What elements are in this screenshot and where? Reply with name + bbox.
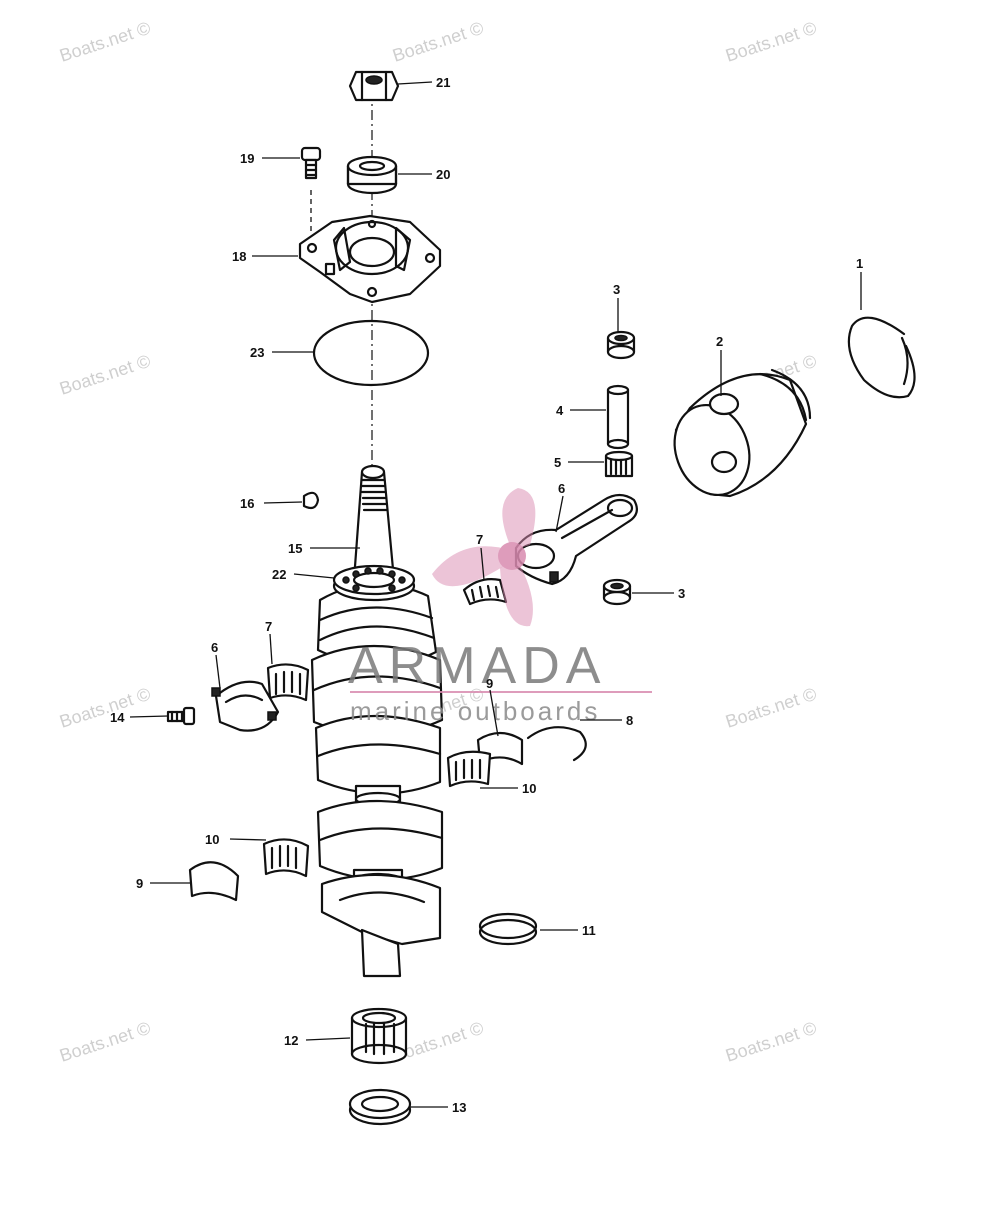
callout-6: 6 [211, 640, 218, 655]
part-16-woodruff-key[interactable] [302, 491, 320, 510]
callout-7: 7 [476, 532, 483, 547]
part-2-piston[interactable] [662, 368, 812, 506]
callout-14: 14 [110, 710, 125, 725]
callout-18: 18 [232, 249, 246, 264]
callout-20: 20 [436, 167, 450, 182]
callout-11: 11 [582, 923, 596, 938]
callout-23: 23 [250, 345, 264, 360]
part-20-seal[interactable] [346, 155, 398, 195]
callout-10: 10 [205, 832, 219, 847]
logo-tagline: marine outboards [350, 696, 600, 726]
callout-7: 7 [265, 619, 272, 634]
callout-1: 1 [856, 256, 863, 271]
part-14-rod-screw[interactable] [166, 706, 196, 726]
callout-5: 5 [554, 455, 561, 470]
watermark: Boats.net © [723, 684, 819, 732]
propeller-icon [432, 488, 536, 627]
part-21-nut[interactable] [348, 70, 400, 102]
part-3-washer-upper[interactable] [606, 330, 636, 360]
callout-3: 3 [613, 282, 620, 297]
callout-9: 9 [136, 876, 143, 891]
watermark: Boats.net © [57, 351, 153, 399]
part-1-piston-ring[interactable] [847, 316, 916, 399]
callout-2: 2 [716, 334, 723, 349]
part-18-bearing-housing[interactable] [298, 214, 442, 304]
callout-6: 6 [558, 481, 565, 496]
callout-22: 22 [272, 567, 286, 582]
logo-name: ARMADA [348, 637, 606, 695]
callout-8: 8 [626, 713, 633, 728]
part-5-needle-bearing[interactable] [604, 450, 634, 478]
watermark: Boats.net © [57, 1018, 153, 1066]
part-10-needle-cage-left[interactable] [262, 838, 310, 878]
watermark: Boats.net © [390, 18, 486, 66]
callout-9: 9 [486, 676, 493, 691]
callout-10: 10 [522, 781, 536, 796]
part-8-retaining-ring[interactable] [526, 726, 587, 762]
part-11-ring[interactable] [478, 912, 538, 946]
callouts: 21 20 19 18 23 16 15 22 1 2 3 4 5 6 3 7 … [110, 75, 863, 1115]
part-6-rod-cap[interactable] [211, 680, 280, 732]
armada-logo: ARMADA marine outboards [348, 488, 652, 726]
part-19-screw[interactable] [300, 146, 322, 232]
watermark: Boats.net © [723, 18, 819, 66]
callout-16: 16 [240, 496, 254, 511]
part-22-ball-bearing[interactable] [332, 564, 416, 602]
callout-21: 21 [436, 75, 450, 90]
callout-3: 3 [678, 586, 685, 601]
watermark: Boats.net © [57, 18, 153, 66]
callout-12: 12 [284, 1033, 298, 1048]
part-4-wrist-pin[interactable] [606, 384, 630, 450]
leader-lines [129, 81, 862, 1108]
watermark: Boats.net © [723, 1018, 819, 1066]
part-3-washer-lower[interactable] [602, 578, 632, 606]
part-7-needle-cage-left[interactable] [266, 663, 310, 702]
part-23-o-ring[interactable] [312, 319, 430, 387]
callout-4: 4 [556, 403, 564, 418]
callout-13: 13 [452, 1100, 466, 1115]
part-9-bearing-half-left[interactable] [188, 861, 240, 902]
callout-19: 19 [240, 151, 254, 166]
part-6-connecting-rod[interactable] [514, 493, 639, 586]
part-12-roller-bearing[interactable] [350, 1007, 408, 1065]
callout-15: 15 [288, 541, 302, 556]
part-10-needle-cage-right[interactable] [446, 750, 492, 788]
watermark: Boats.net © [57, 684, 153, 732]
part-13-thrust-washer[interactable] [348, 1088, 412, 1126]
